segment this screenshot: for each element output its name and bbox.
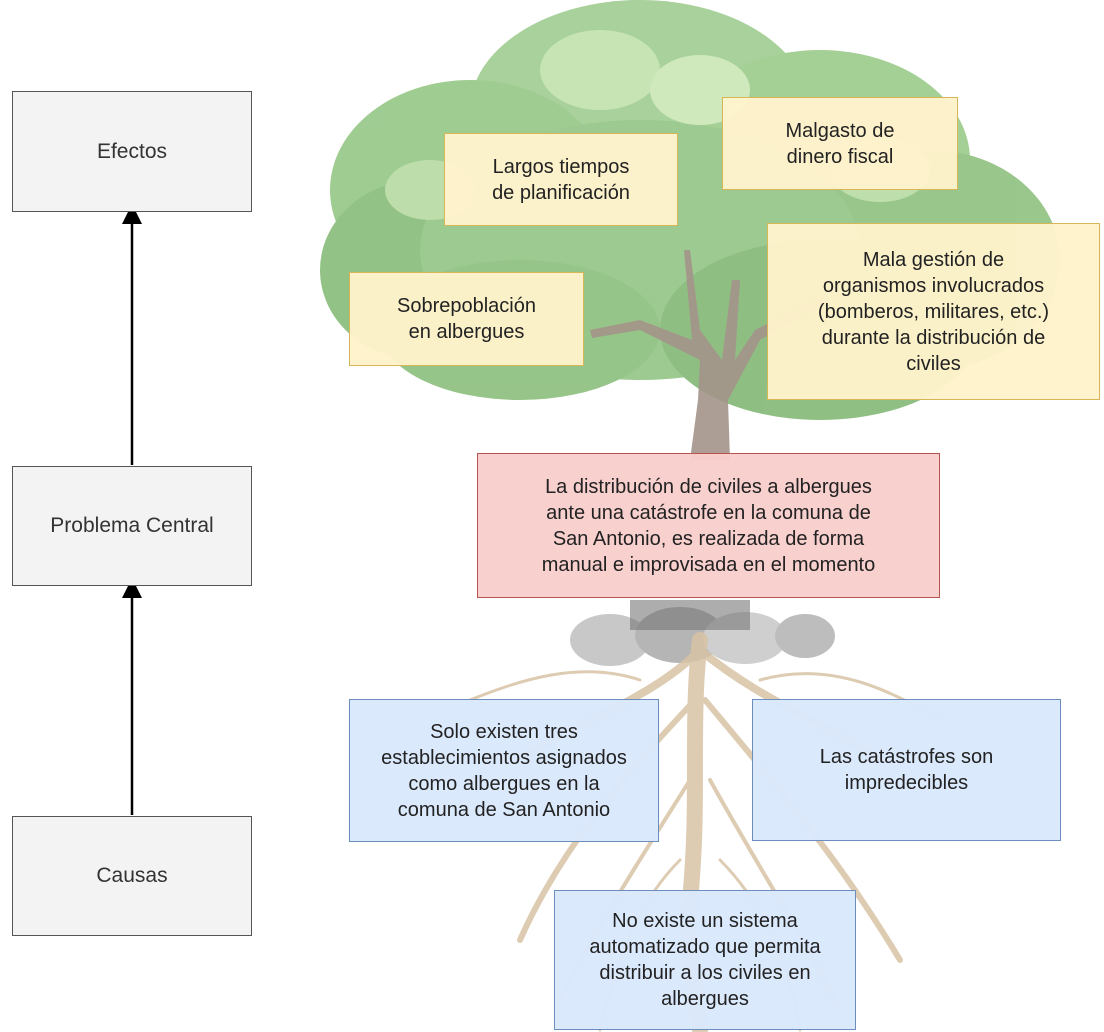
causes-level-box: Causas xyxy=(12,816,252,936)
effects-level-box: Efectos xyxy=(12,91,252,212)
level-arrows xyxy=(122,204,142,815)
cause-box: Solo existen tres establecimientos asign… xyxy=(349,699,659,842)
effect-box: Largos tiempos de planificación xyxy=(444,133,678,226)
cause-box: No existe un sistema automatizado que pe… xyxy=(554,890,856,1030)
central-level-box: Problema Central xyxy=(12,466,252,586)
effect-box: Mala gestión de organismos involucrados … xyxy=(767,223,1100,400)
central-problem-box: La distribución de civiles a albergues a… xyxy=(477,453,940,598)
tree-trunk xyxy=(590,250,830,460)
effect-box: Malgasto de dinero fiscal xyxy=(722,97,958,190)
effect-box: Sobrepoblación en albergues xyxy=(349,272,584,366)
tree-rocks xyxy=(570,600,835,666)
cause-box: Las catástrofes son impredecibles xyxy=(752,699,1061,841)
